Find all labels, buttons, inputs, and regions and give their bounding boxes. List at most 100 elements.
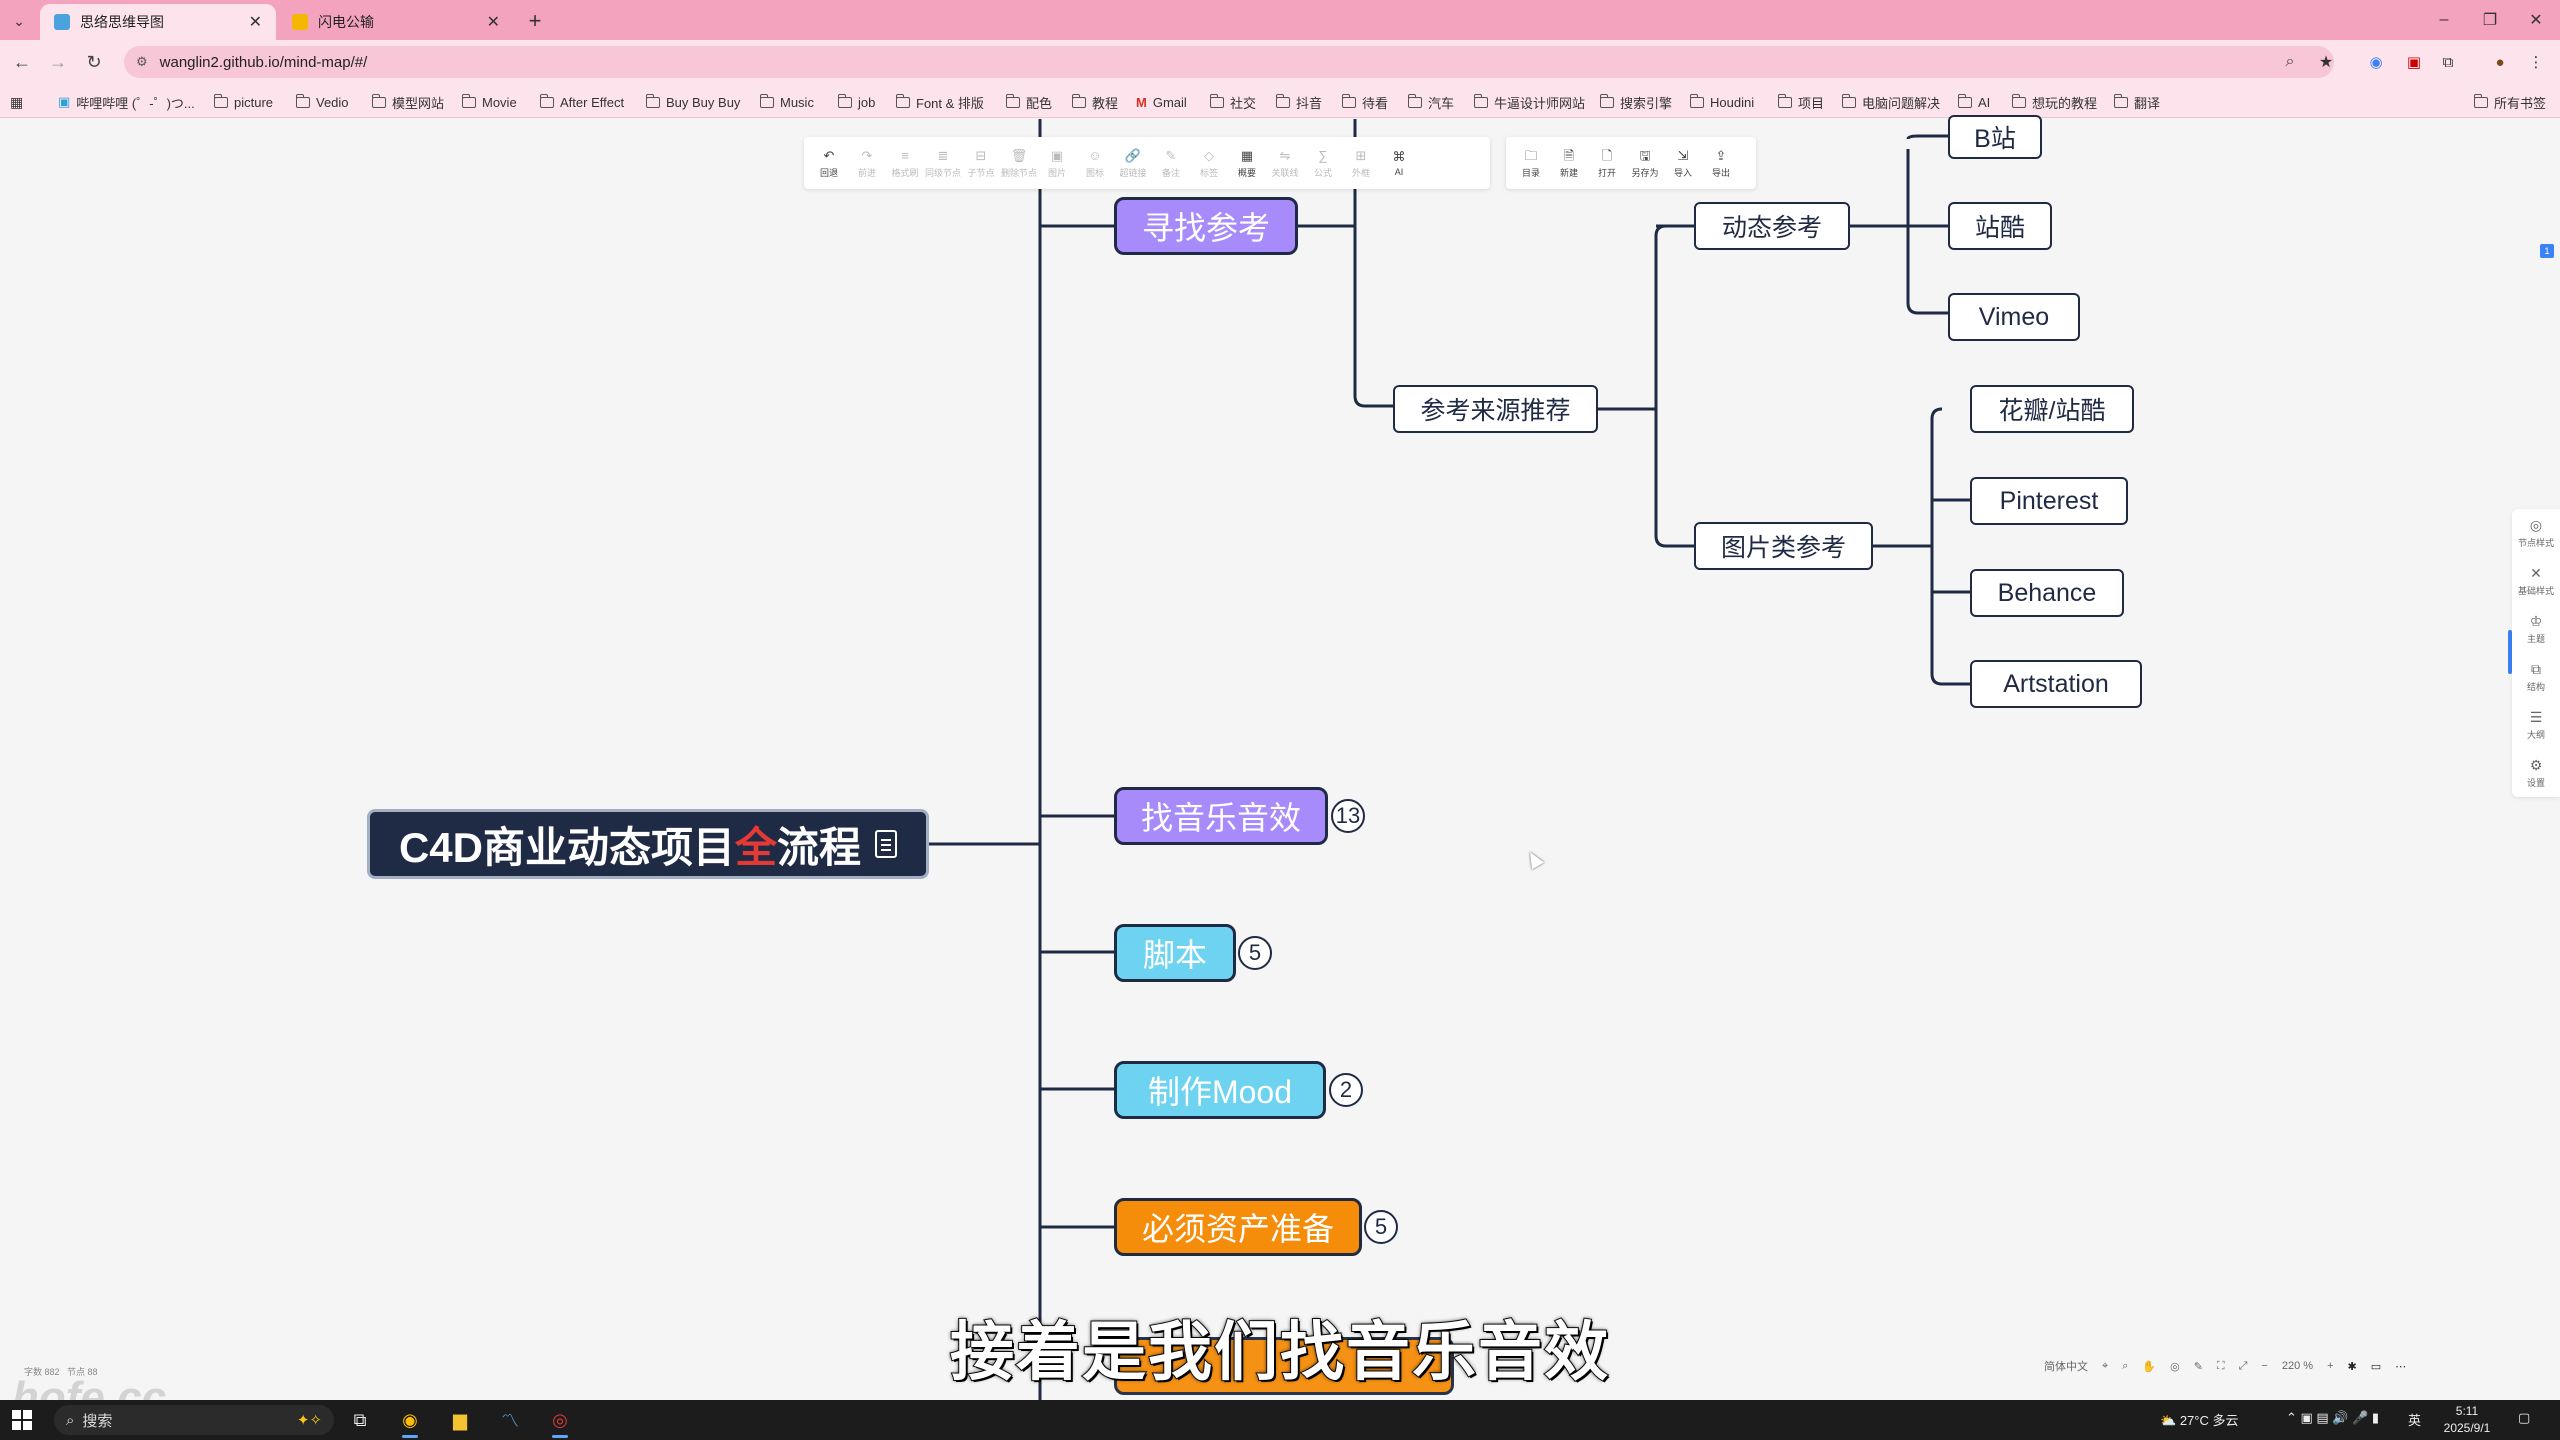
reload-icon[interactable]: ↻	[86, 51, 102, 72]
open-file-button[interactable]: 🗋打开	[1588, 141, 1626, 185]
bookmark-folder[interactable]: 社交	[1209, 92, 1256, 112]
more-icon[interactable]: ⋯	[2395, 1360, 2407, 1373]
icon-button[interactable]: ☺图标	[1076, 141, 1114, 185]
profile-avatar[interactable]: ●	[2495, 53, 2505, 71]
bookmark-folder[interactable]: Font & 排版	[895, 92, 984, 112]
zoom-in-button[interactable]: +	[2327, 1360, 2334, 1372]
chrome-app-icon[interactable]: ◉	[390, 1404, 430, 1438]
note-document-icon[interactable]	[875, 830, 898, 858]
compass-icon[interactable]: ◎	[2170, 1360, 2180, 1373]
bookmark-folder[interactable]: 模型网站	[371, 92, 444, 112]
weather-widget[interactable]: ⛅ 27°C 多云	[2160, 1413, 2239, 1428]
undo-button[interactable]: ↶回退	[810, 141, 848, 185]
bookmark-folder[interactable]: 翻译	[2113, 92, 2160, 112]
clock[interactable]: 5:11 2025/9/1	[2432, 1403, 2502, 1437]
directory-button[interactable]: 🗀目录	[1512, 141, 1550, 185]
import-button[interactable]: ⇲导入	[1664, 141, 1702, 185]
node-find-music-sfx[interactable]: 找音乐音效	[1114, 787, 1328, 845]
node-vimeo[interactable]: Vimeo	[1948, 293, 2080, 341]
sibling-node-button[interactable]: ≣同级节点	[924, 141, 962, 185]
bookmark-folder[interactable]: After Effect	[539, 92, 624, 112]
theme-button[interactable]: ♔主题	[2512, 605, 2560, 653]
bookmark-folder[interactable]: 教程	[1071, 92, 1118, 112]
locate-icon[interactable]: ⌖	[2102, 1359, 2109, 1372]
hyperlink-button[interactable]: 🔗超链接	[1114, 141, 1152, 185]
start-button[interactable]	[12, 1410, 32, 1430]
mindmap-canvas[interactable]: C4D商业动态项目全流程 寻找参考 找音乐音效 13 脚本 5 制作Mood 2…	[0, 115, 2560, 1422]
node-required-assets[interactable]: 必须资产准备	[1114, 1198, 1362, 1256]
browser-menu-icon[interactable]: ⋮	[2528, 54, 2544, 71]
task-view-icon[interactable]: ⧉	[353, 1409, 367, 1430]
tab-lightning[interactable]: 闪电公输 ✕	[278, 4, 514, 40]
relation-line-button[interactable]: ⇋关联线	[1266, 141, 1304, 185]
node-reference-sources[interactable]: 参考来源推荐	[1393, 385, 1598, 433]
file-explorer-icon[interactable]: ▆	[453, 1409, 467, 1430]
tab-search-button[interactable]: ⌄	[13, 12, 25, 29]
taskbar-search[interactable]: ⌕ 搜索 ✦✧	[54, 1405, 334, 1435]
structure-button[interactable]: ⧉结构	[2512, 653, 2560, 701]
format-painter-button[interactable]: ≡格式刷	[886, 141, 924, 185]
apps-grid-icon[interactable]: ▦	[10, 93, 24, 110]
address-bar[interactable]: ⚙ wanglin2.github.io/mind-map/#/	[124, 46, 2334, 78]
delete-node-button[interactable]: 🗑删除节点	[1000, 141, 1038, 185]
outline-button[interactable]: ☰大纲	[2512, 701, 2560, 749]
node-make-mood[interactable]: 制作Mood	[1114, 1061, 1326, 1119]
shortcut-icon[interactable]: ▭	[2370, 1360, 2382, 1373]
ai-button[interactable]: ⌘AI	[1380, 141, 1418, 185]
all-bookmarks-folder[interactable]: 所有书签	[2473, 92, 2546, 112]
ime-indicator[interactable]: 英	[2408, 1413, 2422, 1428]
bookmark-folder[interactable]: Buy Buy Buy	[645, 92, 740, 112]
bookmark-folder[interactable]: Vedio	[295, 92, 349, 112]
bookmark-folder[interactable]: 汽车	[1407, 92, 1454, 112]
search-icon[interactable]: ⌕	[2122, 1359, 2129, 1372]
formula-button[interactable]: ∑公式	[1304, 141, 1342, 185]
bookmark-folder[interactable]: picture	[213, 92, 273, 112]
close-tab-icon[interactable]: ✕	[486, 14, 500, 31]
hand-icon[interactable]: ✋	[2142, 1360, 2157, 1373]
extension-badge-icon[interactable]: ▣	[2406, 54, 2422, 71]
root-node[interactable]: C4D商业动态项目全流程	[367, 809, 929, 879]
node-pinterest[interactable]: Pinterest	[1970, 477, 2128, 525]
zoom-icon[interactable]: ⌕	[2285, 53, 2295, 70]
child-node-button[interactable]: ⊟子节点	[962, 141, 1000, 185]
fit-screen-icon[interactable]: ⛶	[2216, 1359, 2225, 1372]
bookmark-folder[interactable]: 电脑问题解决	[1841, 92, 1940, 112]
bookmark-folder[interactable]: Movie	[461, 92, 517, 112]
node-script[interactable]: 脚本	[1114, 924, 1236, 982]
bookmark-folder[interactable]: Houdini	[1689, 92, 1754, 112]
tag-button[interactable]: ◇标签	[1190, 141, 1228, 185]
bookmark-folder[interactable]: 牛逼设计师网站	[1473, 92, 1585, 112]
edit-icon[interactable]: ✎	[2193, 1360, 2203, 1373]
collapsed-count-badge[interactable]: 5	[1238, 936, 1272, 970]
note-button[interactable]: ✎备注	[1152, 141, 1190, 185]
bookmark-folder[interactable]: 想玩的教程	[2011, 92, 2097, 112]
node-huaban-zcool[interactable]: 花瓣/站酷	[1970, 385, 2134, 433]
node-dynamic-reference[interactable]: 动态参考	[1694, 202, 1850, 250]
tray-icons[interactable]: ⌃ ▣ ▤ 🔊 🎤 ▮	[2286, 1410, 2380, 1425]
tab-mindmap[interactable]: 思络思维导图 ✕	[40, 4, 276, 40]
recorder-app-icon[interactable]: ◎	[540, 1404, 580, 1438]
node-behance[interactable]: Behance	[1970, 569, 2124, 617]
minimize-button[interactable]: –	[2439, 11, 2449, 28]
node-artstation[interactable]: Artstation	[1970, 660, 2142, 708]
bookmark-folder[interactable]: 搜索引擎	[1599, 92, 1672, 112]
app-icon[interactable]: 〽	[501, 1411, 519, 1431]
base-style-button[interactable]: ✕基础样式	[2512, 557, 2560, 605]
node-image-reference[interactable]: 图片类参考	[1694, 522, 1873, 570]
node-find-reference[interactable]: 寻找参考	[1114, 197, 1298, 255]
node-hidden-orange[interactable]	[1114, 1337, 1454, 1395]
bookmark-item[interactable]: ▣哔哩哔哩 (゜-゜)つ...	[58, 92, 195, 112]
outer-frame-button[interactable]: ⊞外框	[1342, 141, 1380, 185]
summary-button[interactable]: ▦概要	[1228, 141, 1266, 185]
new-file-button[interactable]: 🗎新建	[1550, 141, 1588, 185]
node-zcool[interactable]: 站酷	[1948, 202, 2052, 250]
new-tab-button[interactable]: +	[528, 8, 542, 33]
bookmark-folder[interactable]: 抖音	[1275, 92, 1322, 112]
bookmark-folder[interactable]: AI	[1957, 92, 1990, 112]
bookmark-folder[interactable]: 待看	[1341, 92, 1388, 112]
bookmark-folder[interactable]: 配色	[1005, 92, 1052, 112]
bookmark-folder[interactable]: 项目	[1777, 92, 1824, 112]
collapsed-count-badge[interactable]: 5	[1364, 1210, 1398, 1244]
save-as-button[interactable]: 🖫另存为	[1626, 141, 1664, 185]
